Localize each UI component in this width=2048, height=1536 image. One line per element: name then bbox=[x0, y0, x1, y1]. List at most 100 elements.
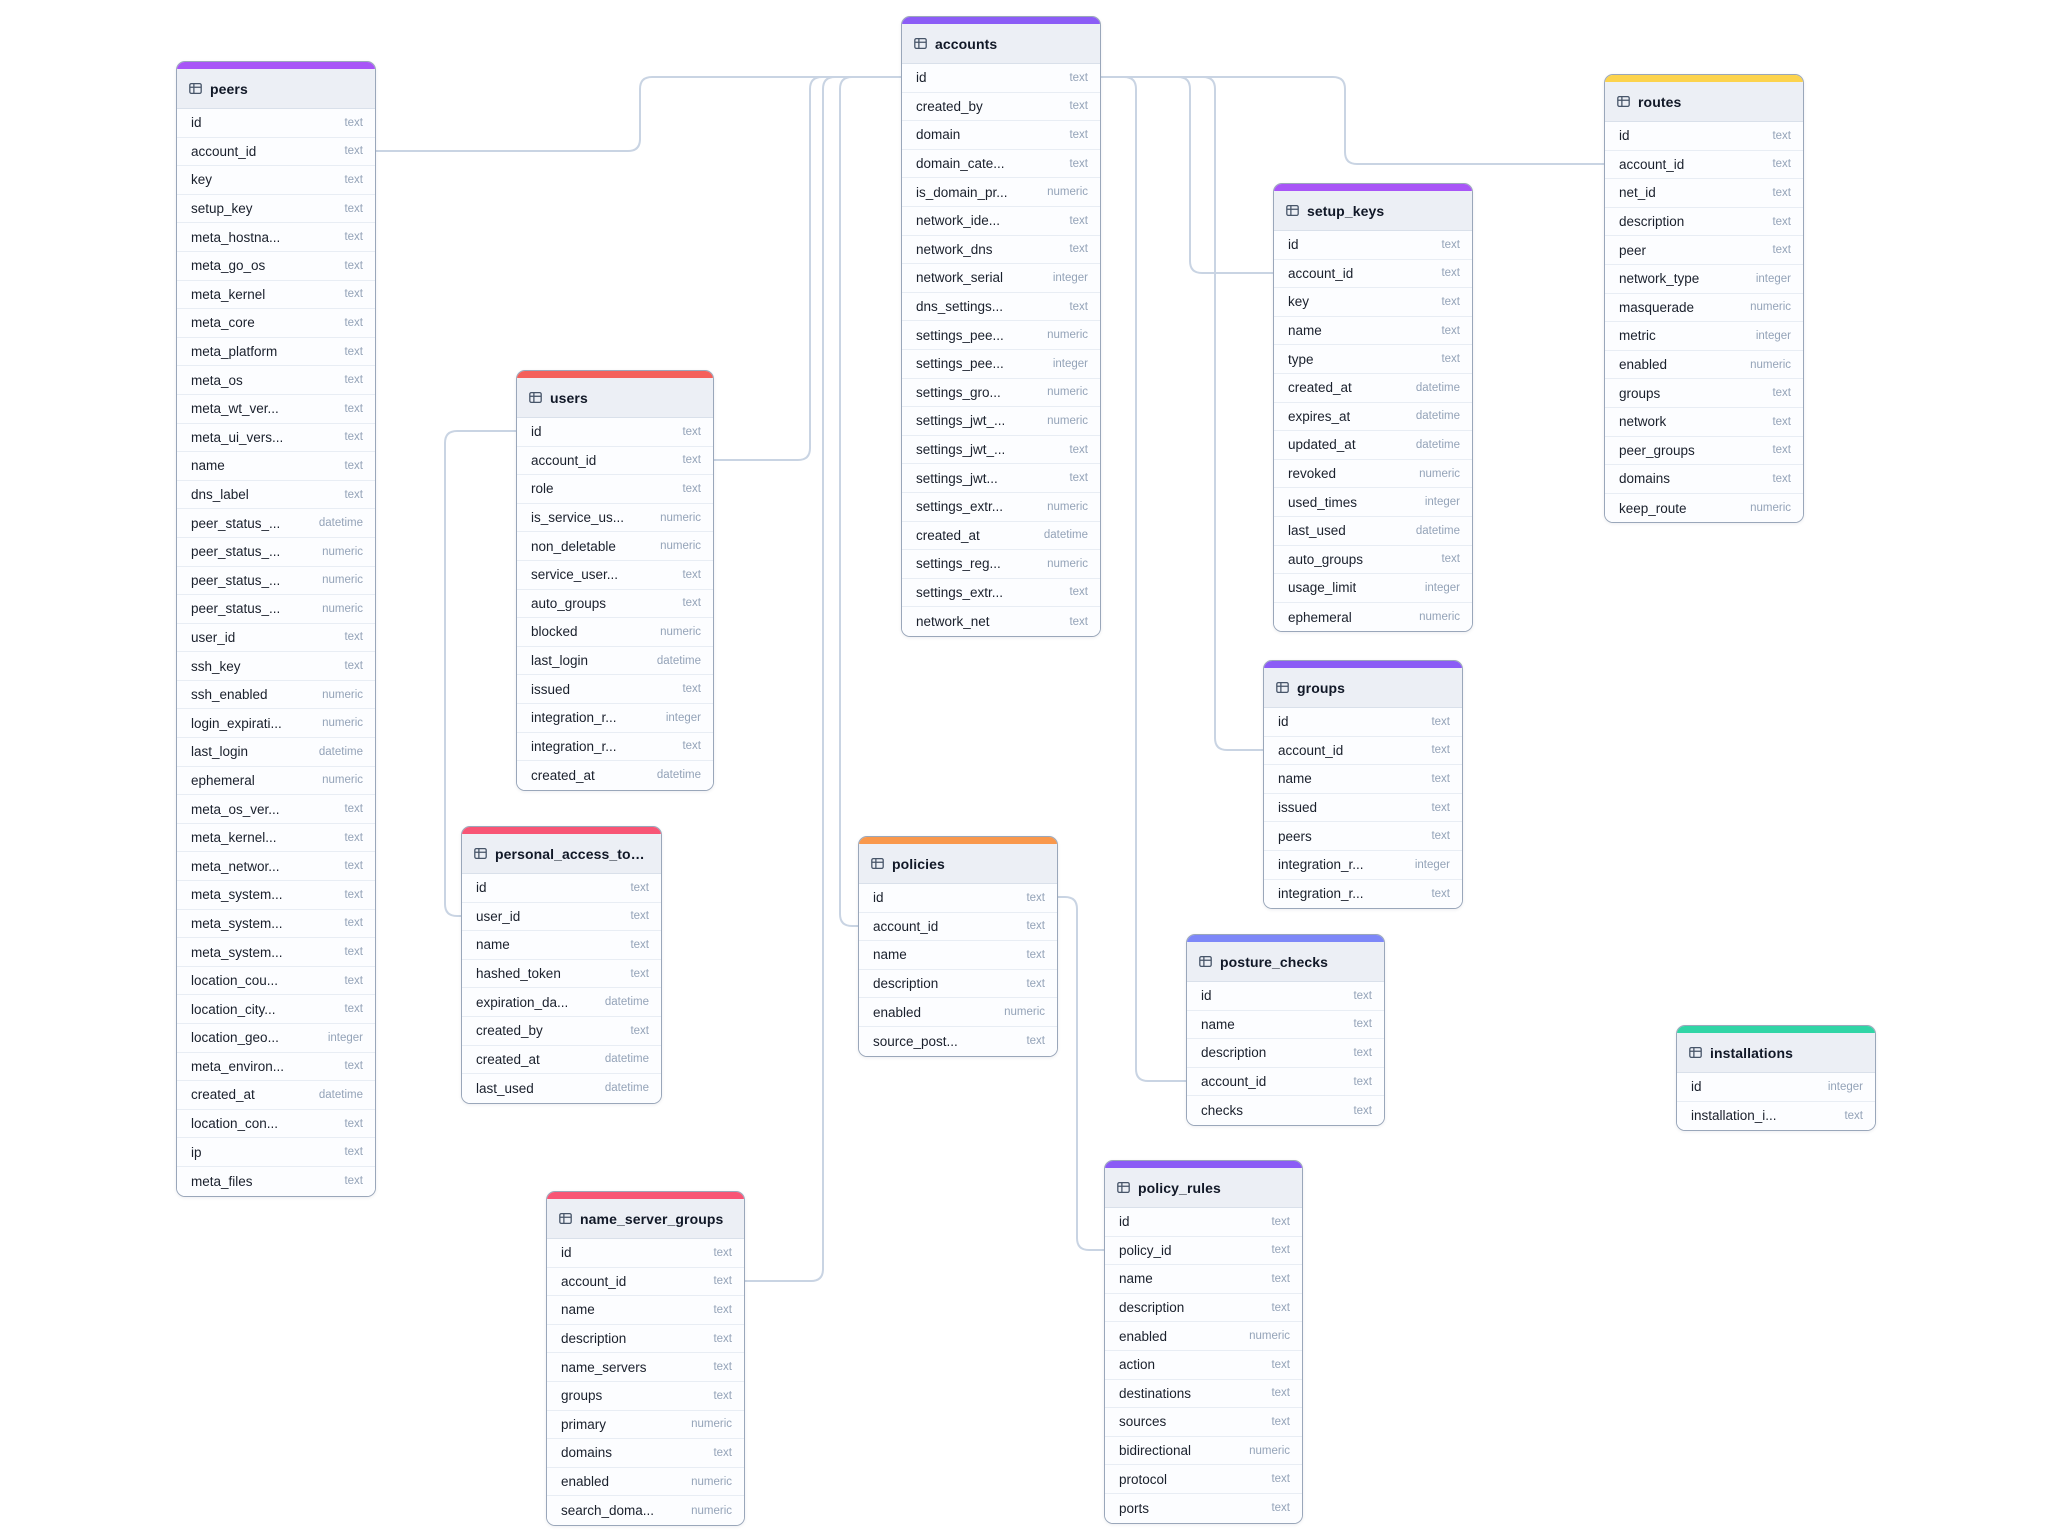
field-row-peers-meta_ui_vers[interactable]: meta_ui_vers... text bbox=[177, 423, 375, 453]
field-row-routes-groups[interactable]: groups text bbox=[1605, 379, 1803, 408]
field-row-routes-net_id[interactable]: net_id text bbox=[1605, 179, 1803, 208]
field-row-peers-user_id[interactable]: user_id text bbox=[177, 623, 375, 653]
field-row-setup_keys-ephemeral[interactable]: ephemeral numeric bbox=[1274, 602, 1472, 632]
field-row-peers-meta_system[interactable]: meta_system... text bbox=[177, 909, 375, 939]
field-row-name_server_groups-account_id[interactable]: account_id text bbox=[547, 1267, 744, 1297]
table-accounts[interactable]: accounts id text created_by text domain … bbox=[901, 16, 1101, 637]
field-row-policy_rules-destinations[interactable]: destinations text bbox=[1105, 1379, 1302, 1409]
table-installations[interactable]: installations id integer installation_i.… bbox=[1676, 1025, 1876, 1132]
field-row-routes-network[interactable]: network text bbox=[1605, 407, 1803, 437]
field-row-peers-ephemeral[interactable]: ephemeral numeric bbox=[177, 766, 375, 796]
field-row-name_server_groups-id[interactable]: id text bbox=[547, 1239, 744, 1268]
field-row-peers-meta_os[interactable]: meta_os text bbox=[177, 366, 375, 395]
field-row-setup_keys-name[interactable]: name text bbox=[1274, 316, 1472, 346]
field-row-setup_keys-key[interactable]: key text bbox=[1274, 288, 1472, 317]
field-row-users-is_service_us[interactable]: is_service_us... numeric bbox=[517, 503, 713, 533]
field-row-routes-description[interactable]: description text bbox=[1605, 207, 1803, 237]
table-name_server_groups[interactable]: name_server_groups id text account_id te… bbox=[546, 1191, 745, 1526]
table-header[interactable]: routes bbox=[1605, 82, 1803, 122]
relationship-line-policies.account_id-to-accounts.id[interactable] bbox=[839, 76, 902, 927]
field-row-accounts-settings_pee[interactable]: settings_pee... numeric bbox=[902, 321, 1100, 350]
field-row-users-auto_groups[interactable]: auto_groups text bbox=[517, 589, 713, 619]
field-row-users-created_at[interactable]: created_at datetime bbox=[517, 761, 713, 790]
field-row-policies-source_post[interactable]: source_post... text bbox=[859, 1026, 1057, 1056]
field-row-peers-meta_networ[interactable]: meta_networ... text bbox=[177, 852, 375, 882]
field-row-name_server_groups-search_doma[interactable]: search_doma... numeric bbox=[547, 1496, 744, 1525]
field-row-users-blocked[interactable]: blocked numeric bbox=[517, 618, 713, 647]
field-row-personal_access_tokens-id[interactable]: id text bbox=[462, 874, 661, 903]
field-row-peers-name[interactable]: name text bbox=[177, 452, 375, 481]
field-row-peers-meta_wt_ver[interactable]: meta_wt_ver... text bbox=[177, 394, 375, 424]
field-row-setup_keys-used_times[interactable]: used_times integer bbox=[1274, 488, 1472, 517]
table-users[interactable]: users id text account_id text role text … bbox=[516, 370, 714, 791]
table-header[interactable]: policies bbox=[859, 844, 1057, 884]
table-policy_rules[interactable]: policy_rules id text policy_id text name… bbox=[1104, 1160, 1303, 1524]
table-peers[interactable]: peers id text account_id text key text s… bbox=[176, 61, 376, 1197]
field-row-setup_keys-account_id[interactable]: account_id text bbox=[1274, 259, 1472, 289]
field-row-accounts-is_domain_pr[interactable]: is_domain_pr... numeric bbox=[902, 178, 1100, 207]
table-header[interactable]: name_server_groups bbox=[547, 1199, 744, 1239]
field-row-peers-meta_environ[interactable]: meta_environ... text bbox=[177, 1052, 375, 1082]
relationship-line-policy_rules.policy_id-to-policies.id[interactable] bbox=[1057, 896, 1105, 1251]
field-row-name_server_groups-description[interactable]: description text bbox=[547, 1324, 744, 1354]
field-row-users-issued[interactable]: issued text bbox=[517, 675, 713, 704]
field-row-accounts-domain_cate[interactable]: domain_cate... text bbox=[902, 149, 1100, 179]
field-row-peers-peer_status_[interactable]: peer_status_... numeric bbox=[177, 537, 375, 567]
field-row-routes-network_type[interactable]: network_type integer bbox=[1605, 264, 1803, 294]
table-header[interactable]: posture_checks bbox=[1187, 942, 1384, 982]
field-row-policy_rules-protocol[interactable]: protocol text bbox=[1105, 1465, 1302, 1494]
field-row-routes-keep_route[interactable]: keep_route numeric bbox=[1605, 493, 1803, 523]
field-row-peers-last_login[interactable]: last_login datetime bbox=[177, 738, 375, 767]
field-row-personal_access_tokens-expiration_da[interactable]: expiration_da... datetime bbox=[462, 988, 661, 1017]
field-row-personal_access_tokens-created_at[interactable]: created_at datetime bbox=[462, 1045, 661, 1075]
field-row-policy_rules-sources[interactable]: sources text bbox=[1105, 1408, 1302, 1437]
field-row-policy_rules-enabled[interactable]: enabled numeric bbox=[1105, 1322, 1302, 1351]
field-row-accounts-network_ide[interactable]: network_ide... text bbox=[902, 206, 1100, 236]
field-row-routes-peer_groups[interactable]: peer_groups text bbox=[1605, 436, 1803, 466]
relationship-line-name_server_groups.account_id-to-accounts.id[interactable] bbox=[744, 76, 902, 1282]
field-row-peers-meta_system[interactable]: meta_system... text bbox=[177, 881, 375, 910]
table-header[interactable]: groups bbox=[1264, 668, 1462, 708]
field-row-routes-masquerade[interactable]: masquerade numeric bbox=[1605, 293, 1803, 323]
field-row-policy_rules-action[interactable]: action text bbox=[1105, 1350, 1302, 1380]
table-header[interactable]: accounts bbox=[902, 24, 1100, 64]
field-row-peers-setup_key[interactable]: setup_key text bbox=[177, 194, 375, 224]
field-row-users-id[interactable]: id text bbox=[517, 418, 713, 447]
table-policies[interactable]: policies id text account_id text name te… bbox=[858, 836, 1058, 1057]
field-row-accounts-id[interactable]: id text bbox=[902, 64, 1100, 93]
relationship-line-posture_checks.account_id-to-accounts.id[interactable] bbox=[1100, 76, 1187, 1082]
relationship-line-setup_keys.account_id-to-accounts.id[interactable] bbox=[1100, 76, 1274, 274]
field-row-accounts-settings_gro[interactable]: settings_gro... numeric bbox=[902, 378, 1100, 408]
field-row-groups-name[interactable]: name text bbox=[1264, 765, 1462, 794]
field-row-peers-meta_kernel[interactable]: meta_kernel... text bbox=[177, 823, 375, 853]
field-row-accounts-domain[interactable]: domain text bbox=[902, 121, 1100, 150]
field-row-groups-id[interactable]: id text bbox=[1264, 708, 1462, 737]
field-row-personal_access_tokens-created_by[interactable]: created_by text bbox=[462, 1016, 661, 1046]
table-header[interactable]: peers bbox=[177, 69, 375, 109]
field-row-name_server_groups-name_servers[interactable]: name_servers text bbox=[547, 1353, 744, 1382]
field-row-accounts-network_serial[interactable]: network_serial integer bbox=[902, 264, 1100, 293]
field-row-policies-name[interactable]: name text bbox=[859, 941, 1057, 970]
field-row-name_server_groups-enabled[interactable]: enabled numeric bbox=[547, 1467, 744, 1497]
field-row-routes-enabled[interactable]: enabled numeric bbox=[1605, 350, 1803, 380]
field-row-personal_access_tokens-user_id[interactable]: user_id text bbox=[462, 902, 661, 932]
field-row-peers-location_cou[interactable]: location_cou... text bbox=[177, 966, 375, 996]
field-row-accounts-settings_extr[interactable]: settings_extr... numeric bbox=[902, 492, 1100, 522]
field-row-peers-account_id[interactable]: account_id text bbox=[177, 137, 375, 167]
field-row-peers-dns_label[interactable]: dns_label text bbox=[177, 480, 375, 510]
field-row-setup_keys-updated_at[interactable]: updated_at datetime bbox=[1274, 431, 1472, 460]
relationship-line-personal_access_tokens.user_id-to-users.id[interactable] bbox=[444, 430, 517, 917]
table-setup_keys[interactable]: setup_keys id text account_id text key t… bbox=[1273, 183, 1473, 633]
field-row-accounts-network_net[interactable]: network_net text bbox=[902, 607, 1100, 636]
field-row-policies-enabled[interactable]: enabled numeric bbox=[859, 998, 1057, 1027]
field-row-policy_rules-name[interactable]: name text bbox=[1105, 1265, 1302, 1294]
field-row-name_server_groups-name[interactable]: name text bbox=[547, 1296, 744, 1325]
field-row-routes-id[interactable]: id text bbox=[1605, 122, 1803, 151]
field-row-peers-ssh_key[interactable]: ssh_key text bbox=[177, 652, 375, 681]
field-row-peers-meta_go_os[interactable]: meta_go_os text bbox=[177, 251, 375, 281]
field-row-posture_checks-account_id[interactable]: account_id text bbox=[1187, 1067, 1384, 1097]
field-row-accounts-settings_reg[interactable]: settings_reg... numeric bbox=[902, 550, 1100, 579]
table-routes[interactable]: routes id text account_id text net_id te… bbox=[1604, 74, 1804, 524]
field-row-setup_keys-auto_groups[interactable]: auto_groups text bbox=[1274, 545, 1472, 575]
